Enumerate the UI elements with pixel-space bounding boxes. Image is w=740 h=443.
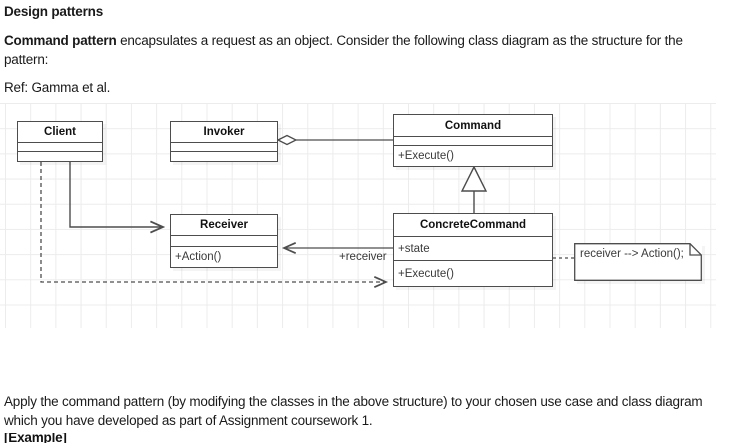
edge-invoker-command [276,134,393,146]
intro-paragraph-lead: Command pattern [4,33,117,48]
page-title: Design patterns [4,4,104,19]
reference-line: Ref: Gamma et al. [4,80,111,95]
class-title-command: Command [394,115,552,137]
class-title-invoker: Invoker [171,122,277,143]
class-operation-receiver-action: +Action() [175,251,222,263]
edge-client-receiver [69,162,166,234]
class-operation-command-execute: +Execute() [398,150,454,162]
uml-class-diagram: Client Invoker Command +Execute() Receiv… [0,103,716,328]
edge-client-concretecommand [40,162,389,288]
class-title-client: Client [18,122,102,143]
class-box-command[interactable]: Command +Execute() [393,114,553,167]
class-box-client[interactable]: Client [17,121,103,162]
note-shape [574,243,702,281]
cutoff-heading-text: [Example] [4,433,67,443]
class-box-invoker[interactable]: Invoker [170,121,278,162]
class-title-concretecommand: ConcreteCommand [394,214,552,237]
intro-paragraph-rest: encapsulates a request as an object. Con… [4,33,683,67]
class-attributes-client [18,143,102,152]
class-box-receiver[interactable]: Receiver +Action() [170,214,278,268]
edge-label-receiver-role: +receiver [339,251,387,263]
class-attribute-concretecommand-state: +state [394,237,552,261]
cutoff-heading: [Example] [4,433,204,443]
intro-paragraph: Command pattern encapsulates a request a… [4,31,730,69]
class-attributes-command [394,137,552,146]
class-box-concretecommand[interactable]: ConcreteCommand +state +Execute() [393,213,553,287]
class-title-receiver: Receiver [171,215,277,236]
edge-concretecommand-command [460,165,488,213]
note-text: receiver --> Action(); [580,248,684,260]
class-operations-client [18,152,102,161]
closing-paragraph: Apply the command pattern (by modifying … [4,394,703,428]
class-operation-concretecommand-execute: +Execute() [398,267,454,280]
diagram-connectors [40,134,574,288]
class-attributes-invoker [171,143,277,152]
class-operations-invoker [171,152,277,161]
class-attributes-receiver [171,236,277,247]
note-box[interactable]: receiver --> Action(); [574,243,702,281]
